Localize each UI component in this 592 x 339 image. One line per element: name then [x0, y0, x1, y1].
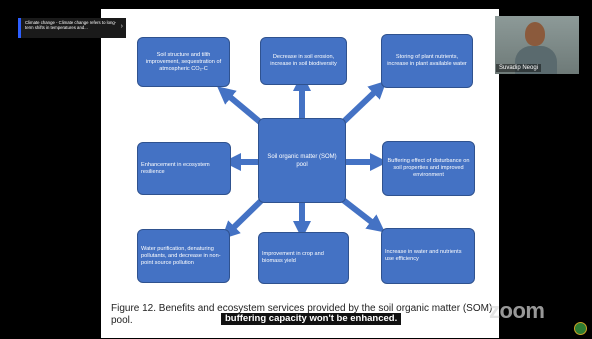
zoom-watermark: zoom: [489, 298, 545, 323]
node-top-right: Storing of plant nutrients, increase in …: [381, 34, 473, 88]
chevron-right-icon[interactable]: ›: [120, 23, 123, 30]
arrow-to-bottom-right: [336, 193, 386, 233]
institution-logo-icon: [574, 322, 587, 335]
live-subtitle: buffering capacity won't be enhanced.: [221, 313, 402, 325]
node-top-center: Decrease in soil erosion, increase in so…: [260, 37, 347, 85]
node-bottom-right-text: Increase in water and nutrients use effi…: [385, 249, 462, 262]
news-ticker-text: Climate change - Climate change refers t…: [25, 20, 117, 30]
news-ticker[interactable]: Climate change - Climate change refers t…: [18, 18, 126, 38]
node-mid-left: Enhancement in ecosystem resilience: [137, 142, 231, 195]
node-mid-right-text: Buffering effect of disturbance on soil …: [387, 158, 470, 178]
participant-name: Suvadip Neogi: [496, 64, 542, 72]
participant-video[interactable]: Suvadip Neogi: [495, 16, 579, 74]
node-bottom-center: Improvement in crop and biomass yield: [258, 232, 349, 284]
node-center-text: Soil organic matter (SOM) pool: [267, 153, 337, 168]
node-top-right-text: Storing of plant nutrients, increase in …: [387, 54, 467, 67]
node-top-left-text: Soil structure and tilth improvement, se…: [145, 51, 222, 72]
node-top-left: Soil structure and tilth improvement, se…: [137, 37, 230, 87]
participant-head: [525, 22, 545, 46]
node-bottom-center-text: Improvement in crop and biomass yield: [262, 251, 324, 264]
node-bottom-right: Increase in water and nutrients use effi…: [381, 228, 475, 284]
node-bottom-left: Water purification, denaturing pollutant…: [137, 229, 230, 283]
node-center: Soil organic matter (SOM) pool: [258, 118, 346, 203]
node-bottom-left-text: Water purification, denaturing pollutant…: [141, 245, 221, 266]
node-mid-left-text: Enhancement in ecosystem resilience: [141, 161, 210, 175]
node-mid-right: Buffering effect of disturbance on soil …: [382, 141, 475, 196]
arrow-to-bottom-left: [221, 193, 269, 240]
node-top-center-text: Decrease in soil erosion, increase in so…: [270, 54, 337, 67]
participant-body: [515, 46, 557, 74]
figure-caption: Figure 12. Benefits and ecosystem servic…: [111, 303, 493, 326]
